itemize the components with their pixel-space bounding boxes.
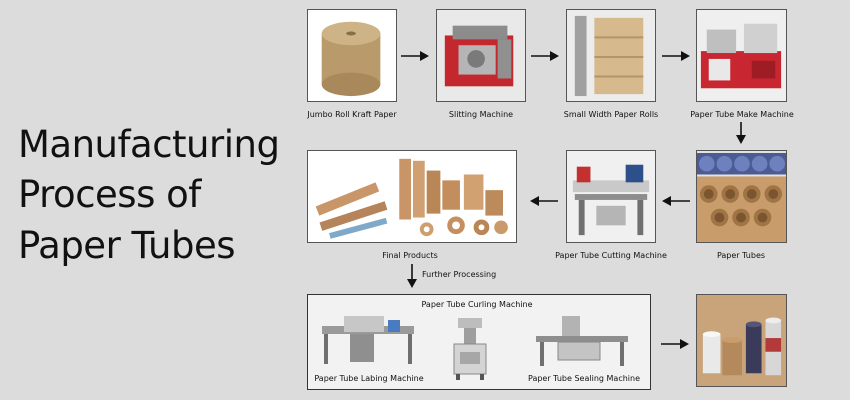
diagram-title-line-1: Manufacturing xyxy=(18,123,280,166)
tube-make-label: Paper Tube Make Machine xyxy=(690,110,794,119)
final-products-image xyxy=(307,150,517,243)
curling-label: Paper Tube Curling Machine xyxy=(421,300,533,309)
diagram-title-line-3: Paper Tubes xyxy=(18,224,236,267)
further-processing-label: Further Processing xyxy=(422,270,497,279)
paper-tube-make-machine-image xyxy=(696,9,787,102)
curling-machine-image xyxy=(450,316,490,380)
finished-paper-tubes-image xyxy=(696,294,787,387)
arrow-down-icon xyxy=(406,263,418,289)
arrow-right-icon xyxy=(660,338,690,350)
small-width-paper-rolls-image xyxy=(566,9,656,102)
paper-tube-cutting-machine-image xyxy=(566,150,656,243)
sealing-label: Paper Tube Sealing Machine xyxy=(527,374,640,383)
arrow-right-icon xyxy=(661,50,691,62)
paper-tubes-image xyxy=(696,150,787,243)
arrow-left-icon xyxy=(529,195,559,207)
slitting-machine-image xyxy=(436,9,526,102)
final-products-label: Final Products xyxy=(382,251,438,260)
labeling-machine-image xyxy=(322,312,414,368)
slitting-label: Slitting Machine xyxy=(448,110,514,119)
cutting-label: Paper Tube Cutting Machine xyxy=(555,251,667,260)
jumbo-roll-kraft-paper-image xyxy=(307,9,397,102)
sealing-machine-image xyxy=(536,316,628,368)
small-rolls-label: Small Width Paper Rolls xyxy=(563,110,659,119)
arrow-left-icon xyxy=(661,195,691,207)
labeling-label: Paper Tube Labing Machine xyxy=(314,374,424,383)
arrow-right-icon xyxy=(400,50,430,62)
arrow-right-icon xyxy=(530,50,560,62)
paper-tubes-label: Paper Tubes xyxy=(716,251,766,260)
arrow-down-icon xyxy=(735,121,747,145)
diagram-title-line-2: Process of xyxy=(18,173,201,216)
jumbo-roll-label: Jumbo Roll Kraft Paper xyxy=(307,110,397,119)
